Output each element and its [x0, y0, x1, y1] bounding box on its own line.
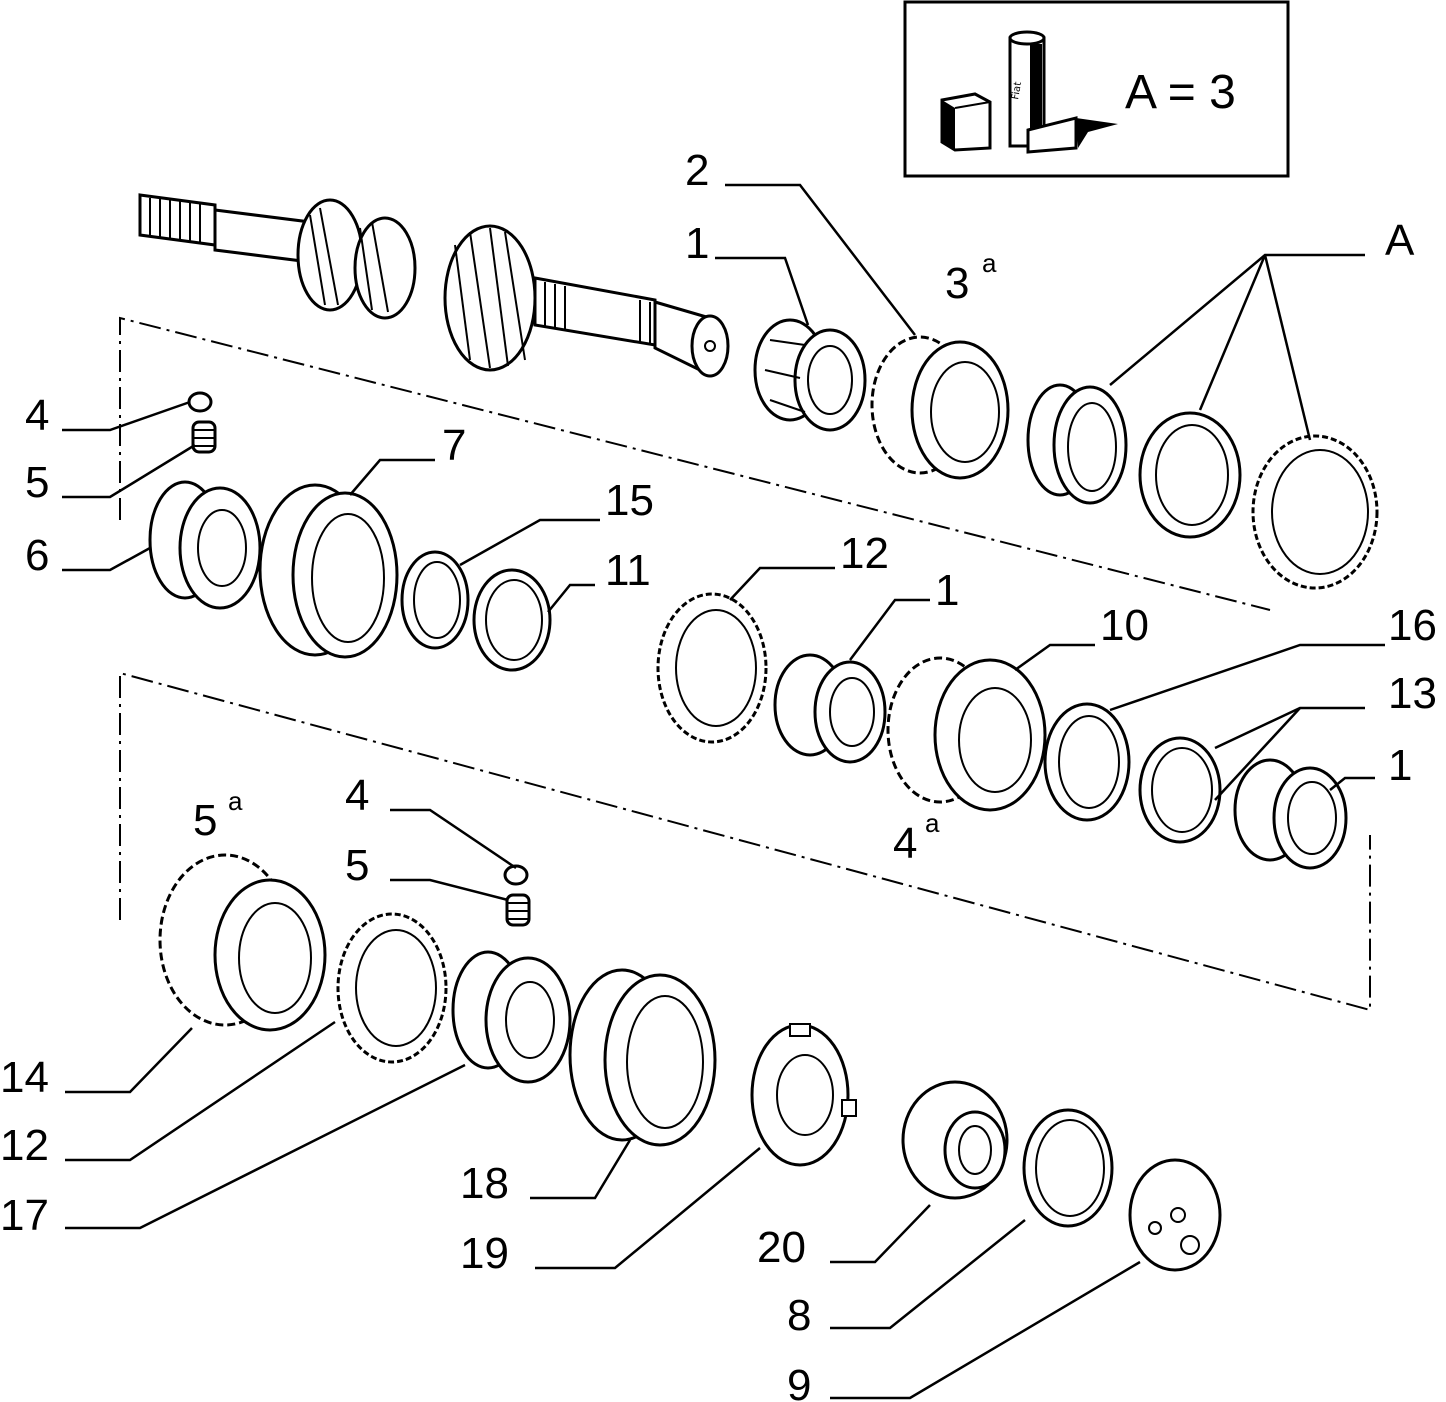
part-sleeve-7 — [258, 483, 399, 659]
part-synchro-ring-a2 — [1138, 411, 1242, 539]
legend-brand-text: Fiat — [1010, 81, 1024, 101]
part-synchro-ring-12b — [336, 912, 448, 1064]
grease-box-icon — [940, 92, 992, 152]
label-1-bearing-middle: 1 — [935, 566, 959, 615]
label-3rd-gear-sup: a — [982, 248, 997, 278]
leader-lines — [62, 183, 1385, 1400]
label-19: 19 — [460, 1229, 509, 1278]
part-sleeve-18 — [568, 968, 717, 1147]
label-4th-gear: 4 — [893, 819, 917, 868]
part-needle-bearing-1a — [753, 318, 867, 432]
main-shaft — [138, 193, 730, 378]
label-4-bottom: 4 — [345, 771, 369, 820]
part-gear-3rd — [870, 335, 1010, 480]
axis-lines — [119, 316, 1371, 1012]
part-detent-ball-4a — [187, 391, 213, 413]
part-nut-9 — [1128, 1158, 1222, 1272]
part-ring-15 — [400, 550, 470, 650]
part-ring-16 — [1043, 702, 1131, 822]
part-hub-17 — [451, 950, 572, 1084]
label-3rd-gear: 3 — [945, 259, 969, 308]
part-gear-5th — [158, 853, 327, 1032]
part-hub-6 — [148, 480, 262, 610]
label-12-middle: 12 — [840, 529, 889, 578]
label-10: 10 — [1100, 601, 1149, 650]
part-detent-ball-4b — [503, 864, 529, 886]
callout-labels: 1 2 A 3 a 4 5 6 7 15 11 12 1 10 16 13 1 … — [0, 146, 1437, 1402]
label-2: 2 — [685, 146, 709, 195]
label-1-bearing-right: 1 — [1388, 741, 1412, 790]
label-1-bearing-top: 1 — [685, 219, 709, 268]
legend-box: Fiat A = 3 — [903, 0, 1290, 178]
label-7: 7 — [442, 421, 466, 470]
label-8: 8 — [787, 1291, 811, 1340]
label-5th-gear-sup: a — [228, 786, 243, 816]
grease-pack-icon — [1026, 116, 1118, 154]
label-15: 15 — [605, 476, 654, 525]
label-4th-gear-sup: a — [925, 808, 940, 838]
part-lock-plate-19 — [750, 1023, 857, 1167]
label-5-bottom: 5 — [345, 841, 369, 890]
part-needle-bearing-1b — [773, 653, 887, 764]
part-bearing-20 — [901, 1080, 1009, 1200]
label-18: 18 — [460, 1159, 509, 1208]
part-needle-bearing-1c — [1233, 758, 1348, 870]
part-spring-5a — [191, 420, 217, 454]
label-13: 13 — [1388, 669, 1437, 718]
label-11: 11 — [605, 546, 651, 595]
label-17: 17 — [0, 1191, 49, 1240]
part-ring-11 — [472, 568, 552, 672]
part-spring-5b — [505, 893, 531, 927]
label-9: 9 — [787, 1361, 811, 1402]
part-gear-4th — [886, 656, 1047, 812]
label-A: A — [1385, 216, 1415, 265]
label-20: 20 — [757, 1223, 806, 1272]
legend-text: A = 3 — [1125, 66, 1236, 119]
part-ring-8 — [1022, 1108, 1114, 1228]
part-synchro-ring-12a — [656, 592, 768, 744]
part-synchro-ring-a1 — [1026, 383, 1128, 505]
label-14: 14 — [0, 1053, 49, 1102]
part-synchro-ring-a3 — [1251, 434, 1379, 590]
part-ring-13 — [1138, 736, 1222, 844]
label-6: 6 — [25, 531, 49, 580]
label-12-bottom: 12 — [0, 1121, 49, 1170]
label-16: 16 — [1388, 601, 1437, 650]
label-5th-gear: 5 — [193, 796, 217, 845]
label-4-top: 4 — [25, 391, 49, 440]
label-5-top: 5 — [25, 458, 49, 507]
